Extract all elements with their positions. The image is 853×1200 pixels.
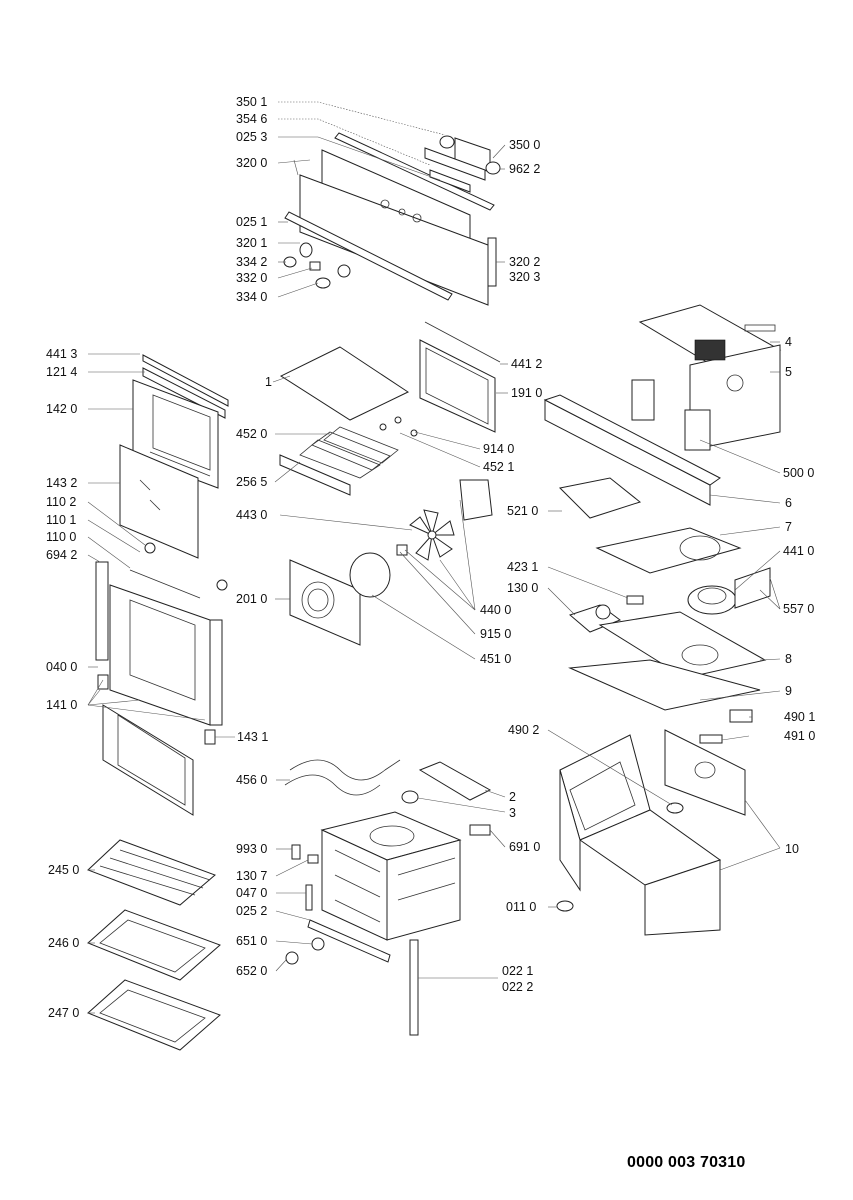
part-label-141-0: 141 0 (46, 698, 78, 712)
outer-casing (556, 709, 753, 936)
part-label-993-0: 993 0 (236, 842, 268, 856)
part-label-3: 3 (509, 806, 516, 820)
part-label-011-0: 011 0 (506, 900, 537, 914)
part-label-441-0: 441 0 (783, 544, 815, 558)
part-label-10: 10 (785, 842, 799, 856)
part-label-452-1: 452 1 (483, 460, 515, 474)
part-label-025-3: 025 3 (236, 130, 268, 144)
part-label-557-0: 557 0 (783, 602, 815, 616)
part-label-652-0: 652 0 (236, 964, 268, 978)
part-label-440-0: 440 0 (480, 603, 512, 617)
part-label-354-6: 354 6 (236, 112, 268, 126)
part-label-143-1: 143 1 (237, 730, 269, 744)
part-label-9: 9 (785, 684, 792, 698)
part-label-7: 7 (785, 520, 792, 534)
part-label-142-0: 142 0 (46, 402, 78, 416)
part-label-2: 2 (509, 790, 516, 804)
part-label-110-0: 110 0 (46, 530, 77, 544)
part-label-500-0: 500 0 (783, 466, 815, 480)
part-label-350-1: 350 1 (236, 95, 268, 109)
part-label-452-0: 452 0 (236, 427, 268, 441)
part-label-040-0: 040 0 (46, 660, 78, 674)
part-label-025-2: 025 2 (236, 904, 268, 918)
part-label-320-3: 320 3 (509, 270, 541, 284)
part-label-423-1: 423 1 (507, 560, 539, 574)
document-code: 0000 003 70310 (627, 1154, 746, 1171)
part-label-320-1: 320 1 (236, 236, 268, 250)
part-label-694-2: 694 2 (46, 548, 78, 562)
part-label-5: 5 (785, 365, 792, 379)
part-label-130-0: 130 0 (507, 581, 539, 595)
part-label-246-0: 246 0 (48, 936, 80, 950)
part-label-350-0: 350 0 (509, 138, 541, 152)
part-label-441-2: 441 2 (511, 357, 543, 371)
door-assembly (95, 354, 229, 816)
part-label-334-2: 334 2 (236, 255, 268, 269)
part-label-441-3: 441 3 (46, 347, 78, 361)
control-panel-assembly (283, 132, 501, 306)
part-label-332-0: 332 0 (236, 271, 268, 285)
part-label-022-2: 022 2 (502, 980, 534, 994)
part-label-130-7: 130 7 (236, 869, 268, 883)
part-label-451-0: 451 0 (480, 652, 512, 666)
part-label-110-1: 110 1 (46, 513, 77, 527)
part-label-025-1: 025 1 (236, 215, 268, 229)
part-label-456-0: 456 0 (236, 773, 268, 787)
part-label-914-0: 914 0 (483, 442, 515, 456)
part-label-022-1: 022 1 (502, 964, 534, 978)
part-label-915-0: 915 0 (480, 627, 512, 641)
part-label-4: 4 (785, 335, 792, 349)
part-label-110-2: 110 2 (46, 495, 77, 509)
electronics-assembly (543, 304, 782, 711)
part-label-491-0: 491 0 (784, 729, 816, 743)
part-label-256-5: 256 5 (236, 475, 268, 489)
part-label-245-0: 245 0 (48, 863, 80, 877)
part-label-6: 6 (785, 496, 792, 510)
part-label-191-0: 191 0 (511, 386, 543, 400)
part-label-521-0: 521 0 (507, 504, 539, 518)
oven-cavity-assembly (284, 759, 492, 1036)
part-label-1: 1 (265, 375, 272, 389)
part-label-490-1: 490 1 (784, 710, 816, 724)
part-label-320-2: 320 2 (509, 255, 541, 269)
rack-and-trays (87, 839, 221, 1051)
part-label-201-0: 201 0 (236, 592, 268, 606)
part-label-443-0: 443 0 (236, 508, 268, 522)
part-label-143-2: 143 2 (46, 476, 78, 490)
part-label-247-0: 247 0 (48, 1006, 80, 1020)
part-label-8: 8 (785, 652, 792, 666)
grill-and-fan-assembly (279, 321, 501, 646)
part-label-121-4: 121 4 (46, 365, 78, 379)
part-label-691-0: 691 0 (509, 840, 541, 854)
part-label-651-0: 651 0 (236, 934, 268, 948)
part-label-962-2: 962 2 (509, 162, 541, 176)
part-label-490-2: 490 2 (508, 723, 540, 737)
part-label-334-0: 334 0 (236, 290, 268, 304)
part-label-320-0: 320 0 (236, 156, 268, 170)
part-label-047-0: 047 0 (236, 886, 268, 900)
leader-lines (87, 101, 781, 1014)
